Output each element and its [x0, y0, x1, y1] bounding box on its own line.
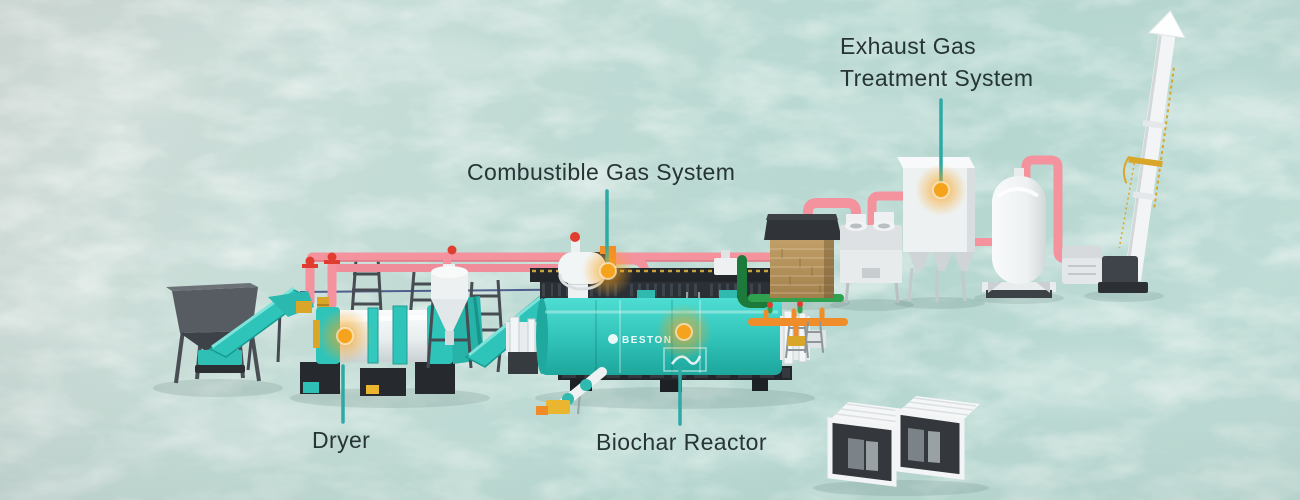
label-combustible-gas: Combustible Gas System: [467, 159, 736, 185]
glow-marker-biochar: [656, 304, 712, 360]
discharge-screw: [536, 367, 607, 415]
feed-hopper: [166, 283, 261, 384]
reactor-brand-text: BESTON: [622, 335, 673, 346]
label-dryer: Dryer: [312, 427, 371, 453]
glow-markers: [317, 164, 967, 364]
glow-marker-combustible: [582, 245, 634, 297]
label-exhaust-gas-treatment: Exhaust Gas Treatment System: [840, 30, 1033, 94]
label-exhaust-line1: Exhaust Gas: [840, 33, 977, 59]
combustion-chamber: [764, 214, 842, 298]
chimney-stack: [1098, 9, 1187, 293]
label-exhaust-line2: Treatment System: [840, 65, 1034, 91]
orange-manifold: [748, 307, 848, 353]
control-containers: [827, 396, 980, 487]
feeding-conveyor: [208, 286, 329, 371]
draft-fan: [1062, 246, 1102, 284]
condenser-unit: [840, 212, 902, 304]
glow-marker-exhaust: [915, 164, 967, 216]
spray-tower: [982, 168, 1056, 298]
cyclone-separator: [426, 264, 473, 369]
glow-marker-dryer: [317, 308, 373, 364]
label-biochar-reactor: Biochar Reactor: [596, 429, 767, 455]
